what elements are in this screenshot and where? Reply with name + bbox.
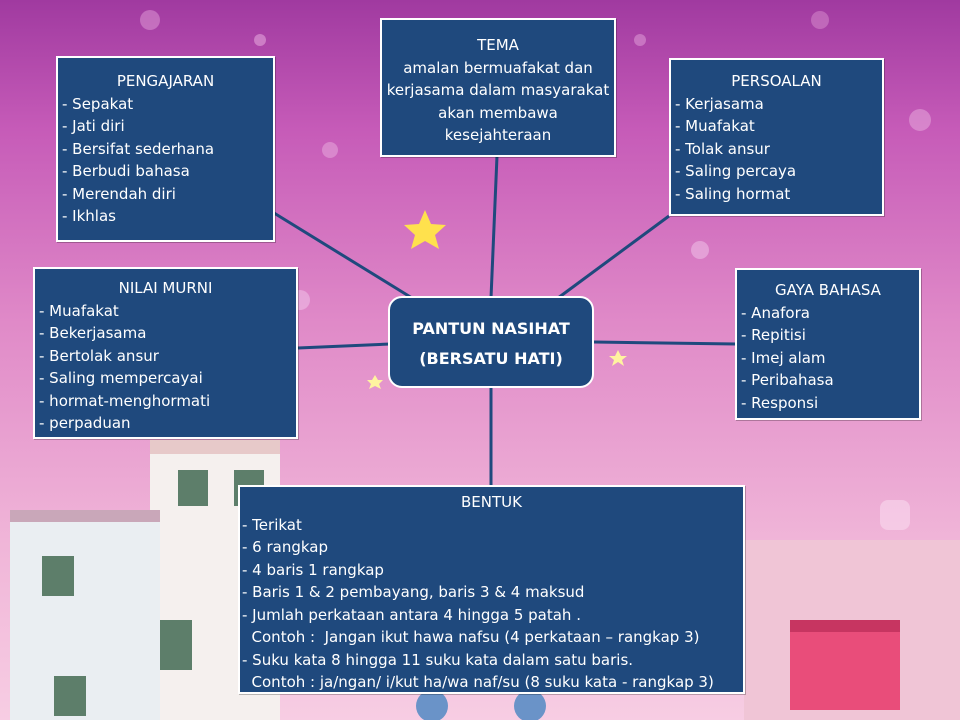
bentuk-item: - Jumlah perkataan antara 4 hingga 5 pat…	[242, 605, 581, 624]
star-icon	[609, 350, 627, 366]
nilai-murni-item: - hormat-menghormati	[39, 391, 211, 410]
bentuk-box: BENTUK - Terikat - 6 rangkap - 4 baris 1…	[238, 485, 745, 694]
persoalan-item: - Saling percaya	[675, 162, 797, 180]
nilai-murni-box: NILAI MURNI - Muafakat - Bekerjasama - B…	[33, 267, 298, 439]
persoalan-item: - Kerjasama	[675, 94, 764, 113]
nilai-murni-item: - Saling mempercayai	[39, 369, 203, 387]
gaya-bahasa-item: - Repitisi	[741, 326, 806, 344]
gaya-bahasa-title: GAYA BAHASA	[775, 281, 881, 299]
tema-box: TEMA amalan bermuafakat dan kerjasama da…	[380, 18, 616, 157]
persoalan-title: PERSOALAN	[731, 72, 822, 90]
persoalan-item: - Tolak ansur	[675, 139, 770, 158]
bentuk-item: Contoh : Jangan ikut hawa nafsu (4 perka…	[242, 628, 700, 646]
bentuk-item: - Suku kata 8 hingga 11 suku kata dalam …	[242, 650, 634, 669]
bentuk-item: - Baris 1 & 2 pembayang, baris 3 & 4 mak…	[242, 583, 585, 601]
nilai-murni-item: - perpaduan	[39, 414, 131, 432]
tema-line: kerjasama dalam masyarakat	[386, 81, 610, 99]
nilai-murni-item: - Muafakat	[39, 301, 119, 320]
bentuk-item: - 6 rangkap	[242, 538, 329, 556]
nilai-murni-item: - Bertolak ansur	[39, 346, 159, 365]
gaya-bahasa-item: - Responsi	[741, 393, 819, 412]
bentuk-item: - 4 baris 1 rangkap	[242, 560, 384, 579]
persoalan-box: PERSOALAN - Kerjasama - Muafakat - Tolak…	[669, 58, 884, 216]
nilai-murni-title: NILAI MURNI	[118, 279, 213, 297]
bentuk-item: - Terikat	[242, 515, 302, 534]
bentuk-item: Contoh : ja/ngan/ i/kut ha/wa naf/su (8 …	[242, 673, 714, 691]
gaya-bahasa-item: - Anafora	[741, 303, 810, 322]
connector-persoalan	[557, 214, 670, 300]
pengajaran-box: PENGAJARAN - Sepakat - Jati diri - Bersi…	[56, 56, 275, 242]
connector-nilai-murni	[297, 342, 391, 350]
connector-gaya-bahasa	[593, 340, 737, 346]
tema-line: kesejahteraan	[444, 126, 552, 144]
center-subtitle: (BERSATU HATI)	[419, 349, 563, 368]
nilai-murni-item: - Bekerjasama	[39, 324, 147, 342]
bentuk-title: BENTUK	[461, 493, 522, 511]
pengajaran-item: - Bersifat sederhana	[62, 139, 215, 158]
persoalan-item: - Muafakat	[675, 117, 755, 135]
gaya-bahasa-item: - Imej alam	[741, 348, 826, 367]
center-topic: PANTUN NASIHAT (BERSATU HATI)	[388, 296, 594, 388]
gaya-bahasa-item: - Peribahasa	[741, 371, 834, 389]
connector-tema	[489, 155, 499, 299]
star-icon	[404, 210, 446, 249]
tema-line: amalan bermuafakat dan	[403, 58, 593, 77]
pengajaran-item: - Berbudi bahasa	[62, 162, 190, 180]
pengajaran-item: - Merendah diri	[62, 184, 176, 203]
tema-title: TEMA	[477, 36, 519, 54]
pengajaran-item: - Ikhlas	[62, 207, 116, 225]
persoalan-item: - Saling hormat	[675, 184, 791, 203]
pengajaran-title: PENGAJARAN	[116, 72, 215, 90]
center-title: PANTUN NASIHAT	[412, 319, 570, 338]
tema-line: akan membawa	[438, 103, 558, 122]
gaya-bahasa-box: GAYA BAHASA - Anafora - Repitisi - Imej …	[735, 268, 921, 420]
pengajaran-item: - Jati diri	[62, 117, 125, 135]
connector-pengajaran	[273, 211, 413, 300]
star-icon	[367, 375, 383, 389]
pengajaran-item: - Sepakat	[62, 94, 134, 113]
